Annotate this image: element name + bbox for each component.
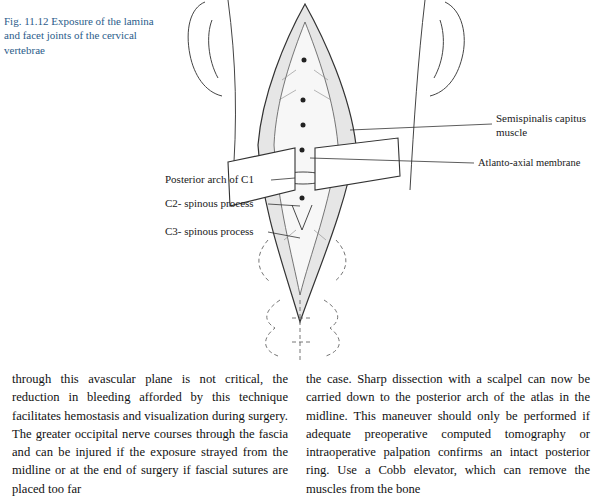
left-ear (188, 2, 222, 96)
dot (302, 58, 307, 63)
body-text: the case. Sharp dissection with a scalpe… (306, 370, 590, 498)
fibre (314, 90, 331, 100)
leader-line (310, 158, 474, 163)
part-label: C2- spinous process (165, 197, 254, 209)
part-label: Atlanto-axial membrane (478, 157, 580, 168)
right-ear (430, 2, 464, 96)
part-label: C3- spinous process (165, 225, 254, 237)
leader-line (268, 204, 300, 206)
fibre (314, 230, 326, 240)
vertebrae-outline (259, 240, 346, 360)
figure-caption: Fig. 11.12 Exposure of the lamina and fa… (4, 14, 154, 57)
part-label: Semispinalis capitus muscle (496, 112, 592, 140)
leader-line (271, 178, 295, 180)
vertebra-left (266, 300, 280, 356)
dot (300, 196, 305, 201)
body-text: through this avascular plane is not crit… (12, 370, 288, 498)
dot (300, 148, 305, 153)
fibre (279, 90, 296, 100)
leader-line (268, 232, 300, 238)
dot (301, 123, 306, 128)
vertebra-mid (292, 300, 312, 360)
vertebra-right (324, 300, 339, 356)
fibre (314, 70, 328, 80)
fibre (282, 70, 296, 80)
spinous-process (292, 205, 312, 230)
dot (301, 98, 306, 103)
leader-line (350, 124, 492, 130)
part-label: Posterior arch of C1 (165, 173, 254, 185)
left-ear-inner (209, 20, 218, 78)
retractors (228, 138, 400, 206)
right-ear-inner (434, 20, 443, 78)
right-retractor (315, 138, 400, 190)
leader-lines (268, 124, 492, 238)
vertebra-upper (259, 240, 346, 282)
